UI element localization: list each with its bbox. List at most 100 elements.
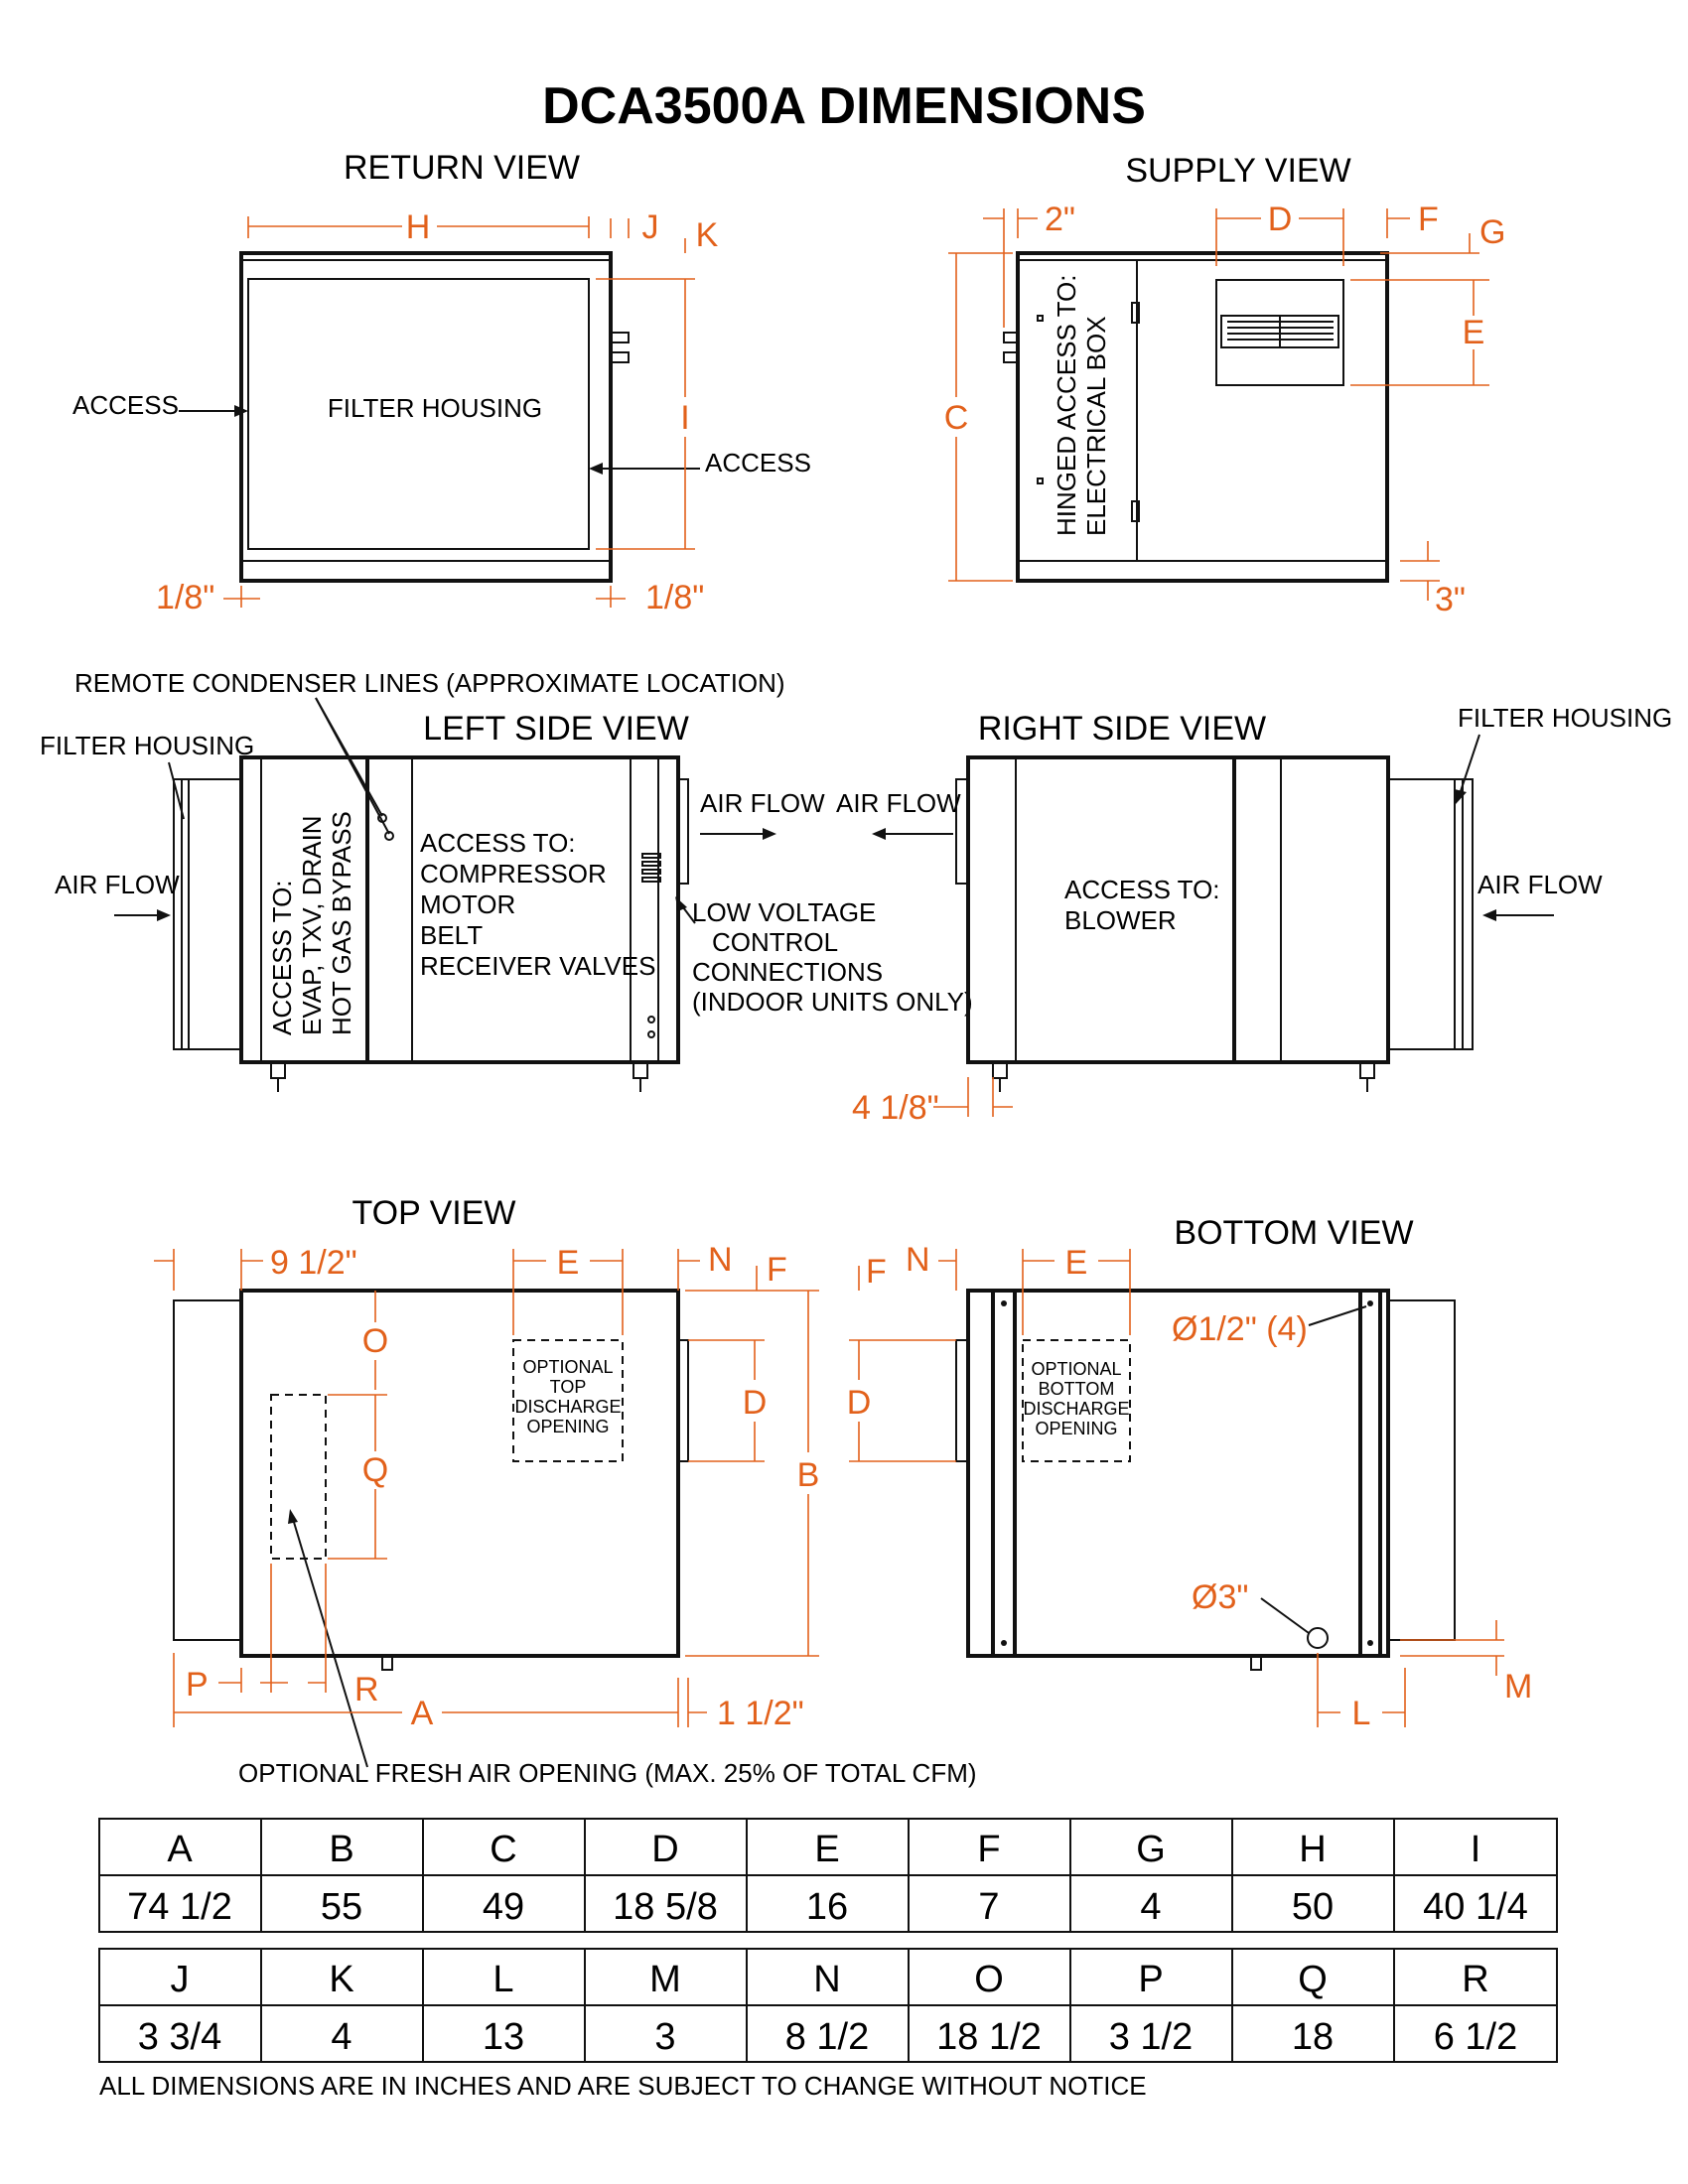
left-access-label-3: HOT GAS BYPASS — [327, 811, 356, 1035]
table2-header: N — [813, 1959, 840, 2000]
low-voltage-line-3: (INDOOR UNITS ONLY) — [692, 987, 973, 1017]
comp-access-line-2: MOTOR — [420, 889, 515, 919]
table2-header: J — [171, 1959, 190, 2000]
dim-N-bottom: N — [906, 1241, 930, 1279]
top-discharge-line-2: DISCHARGE — [514, 1397, 621, 1417]
dim-R: R — [354, 1671, 379, 1708]
left-access-label-1: ACCESS TO: — [267, 880, 297, 1035]
dim-E-supply: E — [1463, 314, 1485, 351]
air-flow-right-out: AIR FLOW — [836, 788, 961, 818]
table2-value: 4 — [331, 2016, 352, 2058]
table2-header: Q — [1298, 1959, 1328, 2000]
hinged-access-label-2: ELECTRICAL BOX — [1081, 316, 1111, 536]
page-title: DCA3500A DIMENSIONS — [542, 77, 1146, 135]
table1-value: 4 — [1140, 1886, 1161, 1928]
left-filter-housing — [173, 778, 242, 1050]
air-flow-left-in: AIR FLOW — [55, 870, 180, 899]
dim-eighth-right: 1/8" — [645, 579, 704, 616]
dim-H: H — [406, 208, 431, 246]
bottom-discharge-line-0: OPTIONAL — [1031, 1359, 1121, 1379]
dim-I: I — [680, 399, 689, 437]
top-filter-housing — [173, 1299, 242, 1641]
table1-header: D — [651, 1829, 678, 1870]
dim-M: M — [1504, 1668, 1532, 1706]
dim-F-supply: F — [1418, 201, 1439, 238]
table1-value: 40 1/4 — [1423, 1886, 1528, 1928]
fresh-air-label: OPTIONAL FRESH AIR OPENING (MAX. 25% OF … — [238, 1758, 977, 1788]
bottom-view-heading: BOTTOM VIEW — [1174, 1214, 1413, 1252]
arrow-icon — [1455, 789, 1467, 804]
right-side-cabinet — [966, 755, 1390, 1064]
arrow-icon — [763, 828, 776, 840]
table1-value: 49 — [483, 1886, 524, 1928]
dimension-table-1: A B C D E F G H I 74 1/2 55 49 18 5/8 16… — [98, 1818, 1558, 1933]
table2-header: P — [1138, 1959, 1163, 2000]
dim-A: A — [411, 1695, 434, 1732]
dim-eighth-left: 1/8" — [156, 579, 214, 616]
filter-housing-panel — [247, 278, 590, 550]
top-discharge-line-0: OPTIONAL — [522, 1357, 613, 1377]
table1-value: 74 1/2 — [127, 1886, 232, 1928]
table2-value: 18 1/2 — [936, 2016, 1042, 2058]
dim-4-eighth: 4 1/8" — [852, 1089, 939, 1127]
dim-F-top: F — [767, 1251, 787, 1289]
dim-D-top: D — [743, 1384, 768, 1422]
table2-value: 18 — [1292, 2016, 1334, 2058]
comp-access-line-4: RECEIVER VALVES — [420, 951, 655, 981]
dim-nine-half: 9 1/2" — [270, 1244, 357, 1282]
dim-Q: Q — [362, 1451, 388, 1489]
right-filter-housing — [1387, 778, 1474, 1050]
left-side-view-heading: LEFT SIDE VIEW — [423, 710, 689, 748]
condenser-line-icon — [377, 813, 387, 823]
dim-2in: 2" — [1045, 201, 1075, 238]
access-label-right: ACCESS — [705, 448, 811, 478]
left-access-label-2: EVAP, TXV, DRAIN — [297, 815, 327, 1035]
table2-value: 3 1/2 — [1109, 2016, 1194, 2058]
dim-O: O — [362, 1322, 388, 1360]
arrow-icon — [234, 405, 248, 417]
low-voltage-line-2: CONNECTIONS — [692, 957, 883, 987]
arrow-icon — [1482, 909, 1496, 921]
dim-C: C — [944, 399, 969, 437]
dim-J: J — [642, 208, 659, 246]
dim-one-half: 1 1/2" — [717, 1695, 804, 1732]
footnote: ALL DIMENSIONS ARE IN INCHES AND ARE SUB… — [99, 2071, 1147, 2101]
dim-L: L — [1352, 1695, 1371, 1732]
hinged-access-label-1: HINGED ACCESS TO: — [1052, 275, 1081, 536]
return-view: RETURN VIEW FILTER HOUSING ACCESS ACCESS… — [72, 149, 811, 616]
bottom-filter-housing — [1387, 1299, 1456, 1641]
top-view-heading: TOP VIEW — [352, 1194, 515, 1232]
condenser-line-icon — [384, 831, 394, 841]
arrow-icon — [589, 463, 603, 475]
table2-header: K — [329, 1959, 353, 2000]
drain-hole — [1307, 1627, 1329, 1649]
table2-header: O — [974, 1959, 1004, 2000]
top-view-cabinet — [239, 1289, 680, 1658]
arrow-icon — [675, 896, 687, 911]
table1-header: G — [1136, 1829, 1166, 1870]
dim-hole-big: Ø3" — [1192, 1578, 1248, 1616]
left-side-view: LEFT SIDE VIEW REMOTE CONDENSER LINES (A… — [40, 668, 973, 1092]
filter-housing-right-label: FILTER HOUSING — [1458, 703, 1672, 733]
dim-F-bottom: F — [866, 1253, 887, 1291]
comp-access-line-1: COMPRESSOR — [420, 859, 607, 888]
table2-value: 13 — [483, 2016, 524, 2058]
low-voltage-line-0: LOW VOLTAGE — [692, 897, 876, 927]
bottom-discharge-opening — [1022, 1339, 1131, 1462]
right-side-view-heading: RIGHT SIDE VIEW — [978, 710, 1266, 748]
blower-access-line-0: ACCESS TO: — [1064, 875, 1220, 904]
dim-D-supply: D — [1268, 201, 1293, 238]
remote-condenser-label: REMOTE CONDENSER LINES (APPROXIMATE LOCA… — [74, 668, 785, 698]
access-label-left: ACCESS — [72, 390, 179, 420]
arrow-icon — [288, 1509, 298, 1524]
filter-housing-label: FILTER HOUSING — [328, 393, 542, 423]
arrow-icon — [872, 828, 886, 840]
dim-3in: 3" — [1435, 581, 1466, 618]
table1-header: A — [167, 1829, 193, 1870]
air-flow-left-out: AIR FLOW — [700, 788, 825, 818]
supply-view: SUPPLY VIEW HINGED ACCESS TO: ELECTRICAL… — [944, 152, 1506, 618]
top-discharge-line-3: OPENING — [526, 1417, 609, 1436]
table2-value: 3 — [654, 2016, 675, 2058]
supply-view-heading: SUPPLY VIEW — [1125, 152, 1350, 190]
